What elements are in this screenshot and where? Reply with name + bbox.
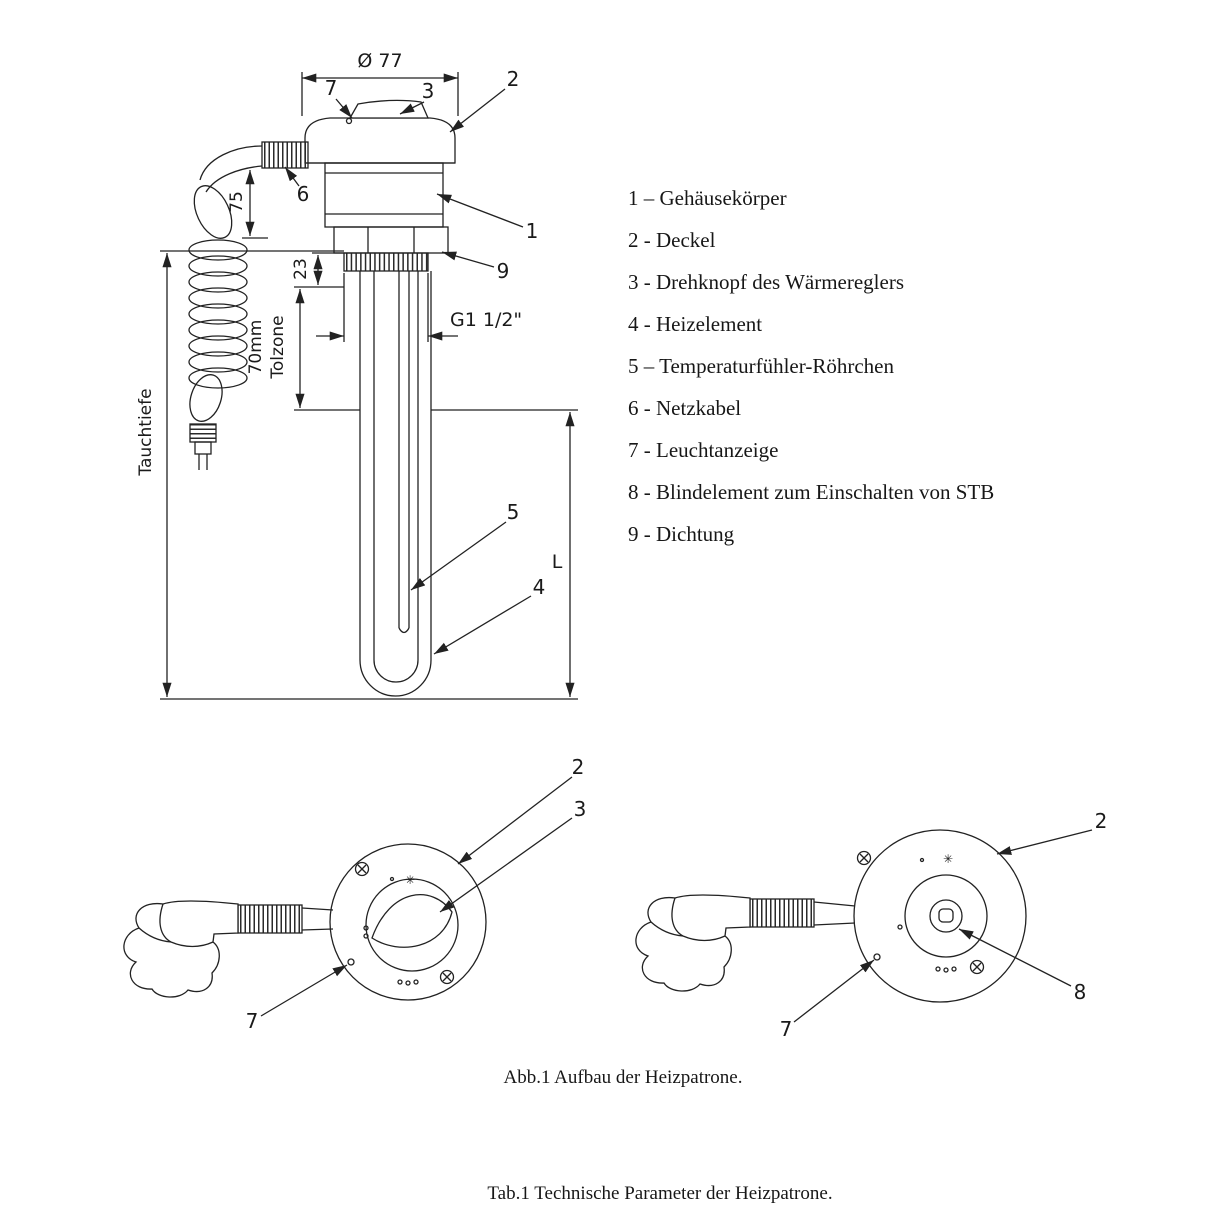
callout-3: 3 [422, 79, 435, 103]
callout-5: 5 [507, 500, 520, 524]
right-top-view: ✳ 2 8 7 [635, 809, 1108, 1041]
power-plug [635, 894, 751, 992]
heating-tubes [359, 271, 432, 697]
plug-small [189, 423, 217, 470]
cover-circle [853, 829, 1027, 1003]
led-dot [347, 958, 355, 966]
cap-deckel [304, 99, 456, 164]
dim-length-label: L [552, 551, 563, 573]
power-plug [123, 900, 239, 998]
stb-blind-element [938, 908, 954, 923]
left-top-view: ✳ 2 3 7 [123, 755, 587, 1033]
cable-gland [237, 904, 334, 934]
dim-thread-23: 23 [291, 252, 344, 288]
stb-opening [929, 899, 963, 933]
sensor-tube-tip [398, 627, 410, 634]
callout-3: 3 [574, 797, 587, 821]
main-view-callouts: 7 3 2 6 1 9 5 4 [284, 67, 546, 655]
legend-item-3: 3 - Drehknopf des Wärmereglers [628, 270, 905, 294]
legend-item-5: 5 – Temperaturfühler-Röhrchen [628, 354, 894, 378]
table-caption: Tab.1 Technische Parameter der Heizpatro… [487, 1183, 833, 1204]
housing-body [324, 162, 444, 228]
right-view-callouts: 2 8 7 [780, 809, 1108, 1041]
u-bend-inner [373, 659, 419, 683]
inner-circle [904, 874, 988, 958]
callout-2: 2 [1095, 809, 1108, 833]
dim-diameter-label: Ø 77 [357, 50, 402, 72]
callout-7: 7 [325, 76, 338, 100]
left-view-callouts: 2 3 7 [246, 755, 587, 1033]
dim-cable-75: 75 [227, 170, 268, 239]
parts-legend: 1 – Gehäusekörper 2 - Deckel 3 - Drehkno… [628, 184, 994, 562]
screw-icon [354, 861, 370, 877]
cable-gland [261, 141, 309, 169]
screw-icon [856, 850, 872, 866]
callout-7: 7 [780, 1017, 793, 1041]
legend-item-8: 8 - Blindelement zum Einschalten von STB [628, 480, 995, 504]
legend-item-4: 4 - Heizelement [628, 312, 763, 336]
temperature-symbol-icon: ✳ [943, 852, 953, 866]
dim-tauchtiefe-label: Tauchtiefe [136, 388, 156, 476]
screw-icon [439, 969, 455, 985]
dim-70mm-label: 70mm [246, 320, 266, 375]
indicator-lamp-dot [345, 117, 353, 125]
callout-7: 7 [246, 1009, 259, 1033]
dim-tauchtiefe: Tauchtiefe [136, 250, 578, 700]
cable-gland [749, 898, 856, 928]
temperature-symbol-icon: ✳ [405, 873, 415, 887]
knob-circle [365, 878, 459, 972]
dim-75-label: 75 [227, 191, 247, 213]
legend-item-9: 9 - Dichtung [628, 522, 735, 546]
dim-tolzone-label: Tolzone [268, 315, 288, 379]
led-dot [873, 953, 881, 961]
dim-diameter: Ø 77 [301, 50, 459, 116]
callout-6: 6 [297, 182, 310, 206]
dim-tolzone: 70mm Tolzone [246, 286, 360, 411]
legend-item-1: 1 – Gehäusekörper [628, 186, 787, 210]
callout-4: 4 [533, 575, 546, 599]
power-cable [188, 145, 263, 470]
thread-section [343, 252, 429, 272]
callout-2: 2 [507, 67, 520, 91]
dim-23-label: 23 [291, 258, 311, 280]
callout-2: 2 [572, 755, 585, 779]
dim-thread-size: G1 1/2" [316, 273, 522, 342]
legend-item-2: 2 - Deckel [628, 228, 716, 252]
screw-icon [969, 959, 985, 975]
legend-item-7: 7 - Leuchtanzeige [628, 438, 779, 462]
flange-nut [333, 226, 449, 254]
legend-item-6: 6 - Netzkabel [628, 396, 742, 420]
u-bend-outer [359, 659, 432, 697]
dim-length: L [431, 409, 578, 697]
callout-1: 1 [526, 219, 539, 243]
thermostat-knob [348, 99, 429, 119]
dim-thread-size-label: G1 1/2" [450, 309, 522, 331]
figure-caption: Abb.1 Aufbau der Heizpatrone. [503, 1067, 743, 1088]
callout-9: 9 [497, 259, 510, 283]
main-view-drawing: Ø 77 75 23 70mm Tolzone [136, 50, 578, 700]
callout-8: 8 [1074, 980, 1087, 1004]
